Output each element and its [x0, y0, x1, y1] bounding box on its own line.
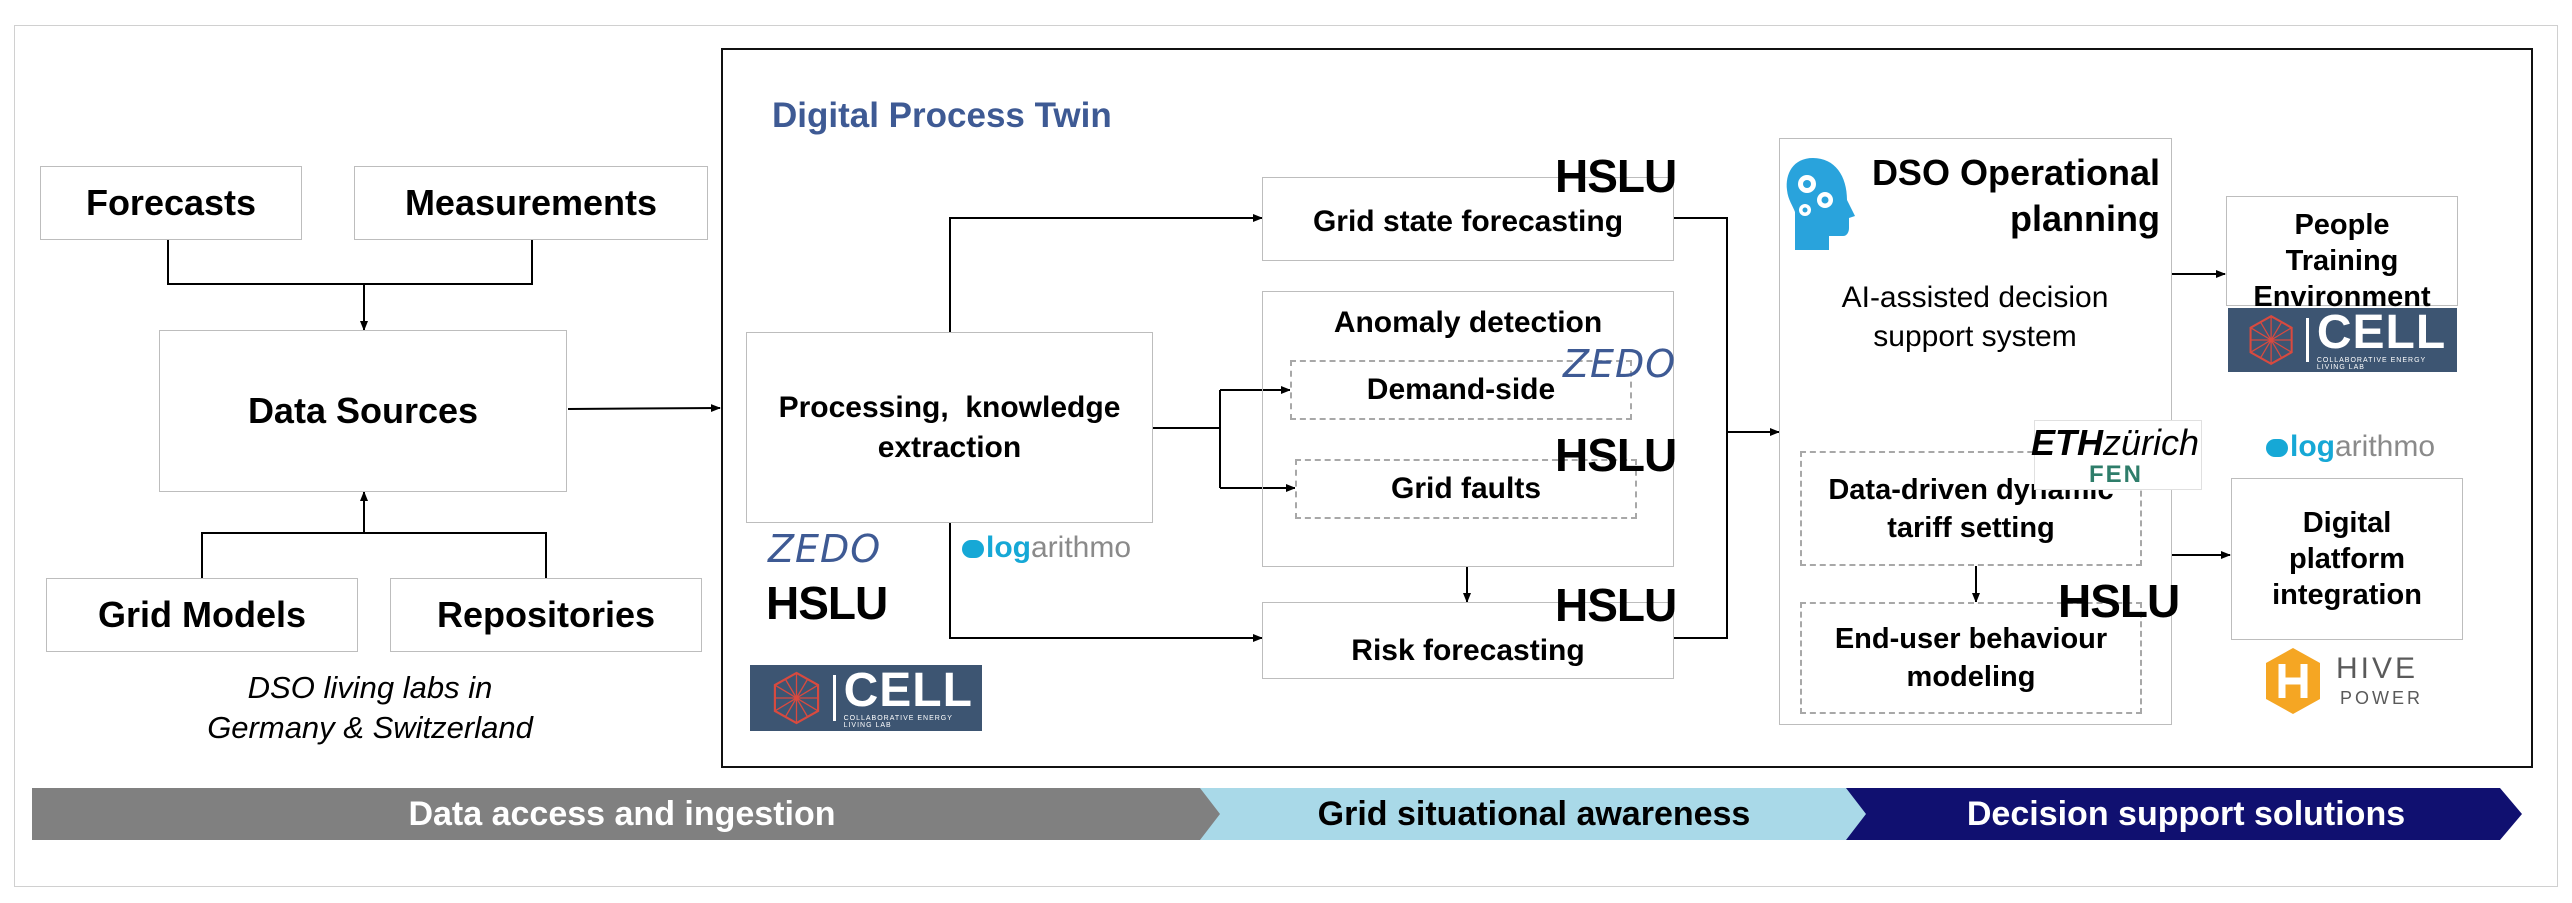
hive-power-logo: HIVE POWER — [2262, 646, 2442, 718]
hexagon-lattice-icon — [773, 671, 820, 725]
hslu-logo-grid-faults: HSLU — [1555, 429, 1677, 481]
connector-to-risk — [949, 523, 1263, 642]
cloud-icon — [2266, 439, 2288, 458]
banner-stage-1: Data access and ingestion — [408, 794, 836, 833]
logarithmo-logo-processing: logarithmo — [962, 533, 1131, 563]
cloud-icon — [962, 540, 984, 559]
caption-line-1: DSO living labs in — [247, 670, 493, 705]
hslu-logo-grid-state: HSLU — [1555, 150, 1677, 202]
grid-models-box: Grid Models — [46, 578, 358, 652]
zedo-logo-processing: ZEDO — [768, 527, 882, 571]
brain-gear-icon — [1786, 158, 1855, 250]
cell-name: CELL — [2316, 306, 2447, 359]
hslu-logo-processing: HSLU — [766, 577, 888, 629]
people-line-2: Training — [2285, 245, 2399, 277]
banner-stage-3-shape — [1846, 788, 2522, 840]
connector-gridstate-right — [1674, 217, 1728, 639]
digital-process-twin-frame — [721, 48, 2533, 768]
connector-forecasts — [167, 240, 533, 285]
digital-line-3: integration — [2272, 579, 2422, 611]
enduser-line-1: End-user behaviour — [1834, 623, 2108, 655]
people-training-box: People Training Environment — [2226, 196, 2458, 313]
grid-state-label: Grid state forecasting — [1312, 205, 1624, 238]
end-user-modeling-box: End-user behaviour modeling — [1800, 602, 2142, 714]
ai-line-1: AI-assisted decision — [1841, 281, 2109, 314]
eth-bold-text: ETH — [2031, 422, 2103, 463]
people-line-3: Environment — [2253, 281, 2431, 313]
grid-faults-box: Grid faults — [1295, 459, 1637, 519]
connector-to-grid-state — [949, 214, 1263, 332]
logarithmo-logo-decision: logarithmo — [2266, 432, 2435, 462]
grid-models-label: Grid Models — [97, 594, 307, 635]
grid-state-forecasting-box: Grid state forecasting — [1262, 177, 1674, 261]
hive-line-2: POWER — [2340, 688, 2424, 708]
connector-sources-to-twin — [567, 404, 721, 413]
forecasts-box: Forecasts — [40, 166, 302, 240]
logarithmo-log-text: log — [986, 531, 1031, 564]
tariff-setting-box: Data-driven dynamic tariff setting — [1800, 451, 2142, 566]
hexagon-lattice-icon — [2249, 314, 2293, 366]
logarithmo-rest-text: arithmo — [2335, 430, 2436, 463]
digital-line-2: platform — [2289, 543, 2405, 575]
banner-stage-3: Decision support solutions — [1966, 794, 2406, 833]
logarithmo-rest-text: arithmo — [1031, 531, 1132, 564]
repositories-label: Repositories — [436, 594, 656, 635]
demand-side-box: Demand-side — [1290, 360, 1632, 420]
forecasts-label: Forecasts — [85, 182, 257, 223]
zedo-logo-demand: ZEDO — [1563, 342, 1677, 386]
digital-platform-box: Digital platform integration — [2231, 478, 2463, 640]
enduser-line-2: modeling — [1906, 661, 2036, 693]
banner-stage-1-shape — [32, 788, 1225, 840]
eth-logo: ETHzürich FEN — [2031, 420, 2202, 490]
data-sources-box: Data Sources — [159, 330, 567, 492]
dso-title-line-1: DSO Operational — [1871, 152, 2160, 193]
processing-line-2: extraction — [877, 430, 1022, 464]
dso-title-line-2: planning — [2010, 198, 2160, 239]
data-sources-label: Data Sources — [247, 390, 479, 431]
cell-logo-people: CELL COLLABORATIVE ENERGY LIVING LAB — [2228, 308, 2457, 372]
measurements-label: Measurements — [404, 182, 658, 223]
demand-side-label: Demand-side — [1366, 373, 1556, 406]
anomaly-detection-box — [1262, 291, 1674, 567]
logarithmo-log-text: log — [2290, 430, 2335, 463]
cell-logo-processing: CELL COLLABORATIVE ENERGY LIVING LAB — [750, 665, 982, 731]
risk-label: Risk forecasting — [1351, 633, 1585, 667]
measurements-box: Measurements — [354, 166, 708, 240]
dso-title: DSO Operational planning — [1860, 150, 2160, 242]
cell-name: CELL — [843, 664, 973, 717]
hive-line-1: HIVE — [2336, 652, 2419, 685]
risk-forecasting-box: Risk forecasting — [1262, 602, 1674, 679]
cell-tagline: COLLABORATIVE ENERGY LIVING LAB — [843, 715, 953, 729]
processing-line-1: Processing, knowledge — [778, 390, 1121, 424]
connector-gridmodels — [201, 532, 547, 578]
hive-hexagon-icon — [2266, 648, 2320, 714]
twin-title: Digital Process Twin — [772, 96, 1112, 135]
outer-frame — [14, 25, 2558, 887]
banner-stage-2-shape — [1200, 788, 1870, 840]
ai-assisted-text: AI-assisted decision support system — [1800, 278, 2150, 356]
eth-rest-text: zürich — [2103, 422, 2200, 463]
hslu-logo-decision: HSLU — [2058, 575, 2180, 627]
hslu-logo-risk: HSLU — [1555, 579, 1677, 631]
grid-faults-label: Grid faults — [1390, 472, 1541, 505]
processing-box: Processing, knowledge extraction — [746, 332, 1153, 523]
ai-line-2: support system — [1873, 320, 2077, 353]
anomaly-title: Anomaly detection — [1333, 306, 1603, 339]
people-line-1: People — [2294, 209, 2390, 241]
tariff-line-2: tariff setting — [1887, 511, 2055, 544]
banner-stage-2: Grid situational awareness — [1317, 794, 1751, 833]
cell-tagline: COLLABORATIVE ENERGY LIVING LAB — [2316, 357, 2427, 371]
living-labs-caption: DSO living labs in Germany & Switzerland — [160, 668, 580, 748]
repositories-box: Repositories — [390, 578, 702, 652]
digital-line-1: Digital — [2302, 507, 2392, 539]
fen-logo: FEN — [2089, 461, 2143, 488]
caption-line-2: Germany & Switzerland — [207, 710, 533, 745]
